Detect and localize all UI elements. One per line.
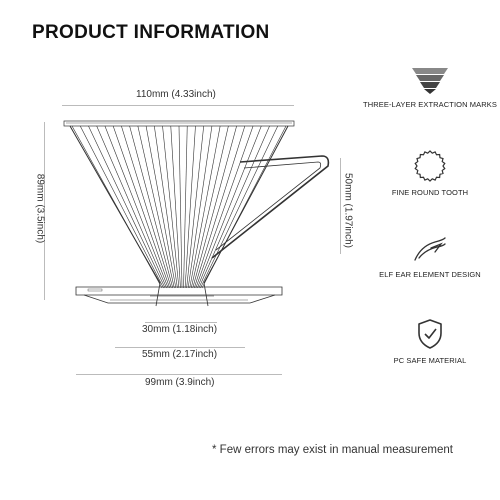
ring-width-label: 55mm (2.17inch): [140, 349, 220, 360]
bottom-opening-label: 30mm (1.18inch): [140, 324, 220, 335]
feature-label: FINE ROUND TOOTH: [391, 188, 469, 197]
round-tooth-icon: [414, 150, 446, 182]
page-title: PRODUCT INFORMATION: [32, 22, 270, 43]
shield-check-icon: [418, 319, 442, 349]
height-line: [44, 122, 45, 300]
feature-label: PC SAFE MATERIAL: [393, 356, 467, 365]
ring-width-line: [115, 347, 245, 348]
bottom-opening-line: [145, 322, 217, 323]
base-width-line: [76, 374, 282, 375]
top-width-label: 110mm (4.33inch): [134, 89, 218, 100]
feature-three-layer-marks: THREE-LAYER EXTRACTION MARKS: [360, 68, 500, 109]
feature-pc-safe: PC SAFE MATERIAL: [360, 318, 500, 365]
measurement-note: * Few errors may exist in manual measure…: [212, 444, 453, 456]
feature-label: THREE-LAYER EXTRACTION MARKS: [363, 100, 497, 109]
top-width-line: [62, 105, 294, 106]
base-width-label: 99mm (3.9inch): [143, 377, 217, 388]
handle-height-line: [340, 158, 341, 254]
feature-fine-round-tooth: FINE ROUND TOOTH: [360, 150, 500, 197]
feature-elf-ear: ELF EAR ELEMENT DESIGN: [360, 234, 500, 279]
feature-label: ELF EAR ELEMENT DESIGN: [379, 270, 481, 279]
elf-ear-icon: [414, 237, 446, 261]
three-layer-marks-icon: [412, 68, 448, 94]
